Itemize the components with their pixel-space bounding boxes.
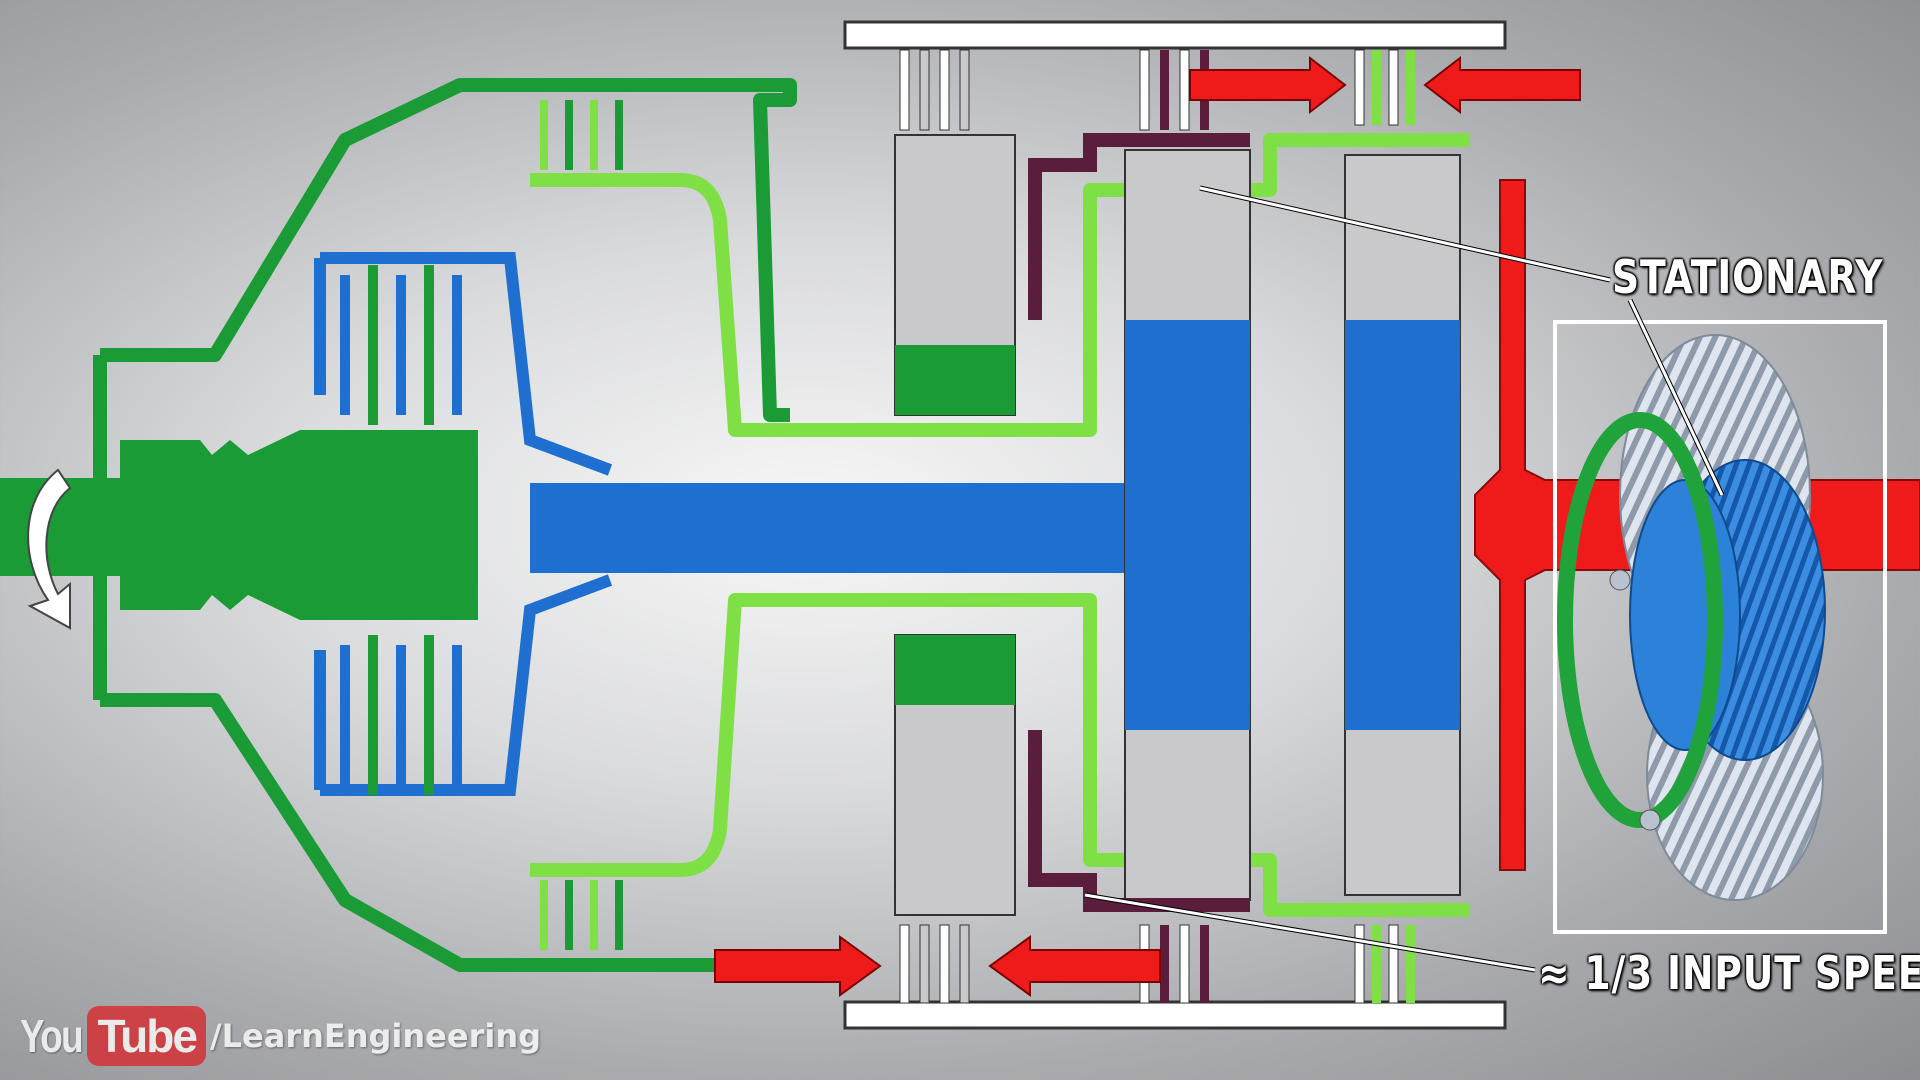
lg-plate-3 — [590, 100, 598, 170]
outer-drum-lower — [100, 700, 720, 965]
label-stationary: STATIONARY — [1612, 250, 1883, 304]
input-hub — [120, 430, 320, 620]
pin-icon — [1640, 810, 1660, 830]
outer-drum — [100, 85, 790, 415]
apply-arrow-top-left — [1190, 58, 1345, 112]
lg-plate-8 — [615, 880, 623, 950]
lg-plate-1 — [540, 100, 548, 170]
carrier-front-lower-green — [895, 635, 1015, 705]
clutch-pack-lower — [340, 635, 462, 795]
apply-arrow-top-right — [1425, 58, 1580, 112]
ring-clutch-top-1 — [900, 50, 969, 130]
label-input-speed: ≈ 1/3 INPUT SPEED — [1538, 946, 1920, 1000]
input-hub-body — [318, 430, 478, 620]
ring-bar-top — [845, 22, 1505, 48]
channel-name: /LearnEngineering — [210, 1017, 541, 1055]
apply-arrow-bottom-right — [990, 937, 1160, 995]
youtube-watermark: You Tube /LearnEngineering — [20, 1006, 541, 1066]
ring-clutch-bottom-3 — [1355, 925, 1415, 1003]
lg-plate-4 — [615, 100, 623, 170]
input-shaft — [0, 478, 140, 576]
lg-plate-6 — [565, 880, 573, 950]
lg-plate-2 — [565, 100, 573, 170]
inset-planetary-gearset — [1565, 335, 1825, 900]
carrier-front-upper-green — [895, 345, 1015, 415]
ring-clutch-top-3 — [1355, 50, 1415, 125]
youtube-logo-tube: Tube — [87, 1006, 205, 1066]
pin-icon — [1610, 570, 1630, 590]
ring-bar-bottom — [845, 1002, 1505, 1028]
lg-plate-7 — [590, 880, 598, 950]
sun-gear-face — [1630, 480, 1740, 750]
apply-arrow-bottom-left — [715, 937, 880, 995]
clutch-pack-upper — [340, 265, 462, 425]
sun-rear — [1345, 320, 1460, 730]
sun-middle — [1125, 320, 1250, 730]
ring-clutch-bottom-1 — [900, 925, 969, 1003]
main-shaft — [530, 483, 1150, 573]
lg-plate-5 — [540, 880, 548, 950]
youtube-logo-you: You — [20, 1009, 82, 1063]
